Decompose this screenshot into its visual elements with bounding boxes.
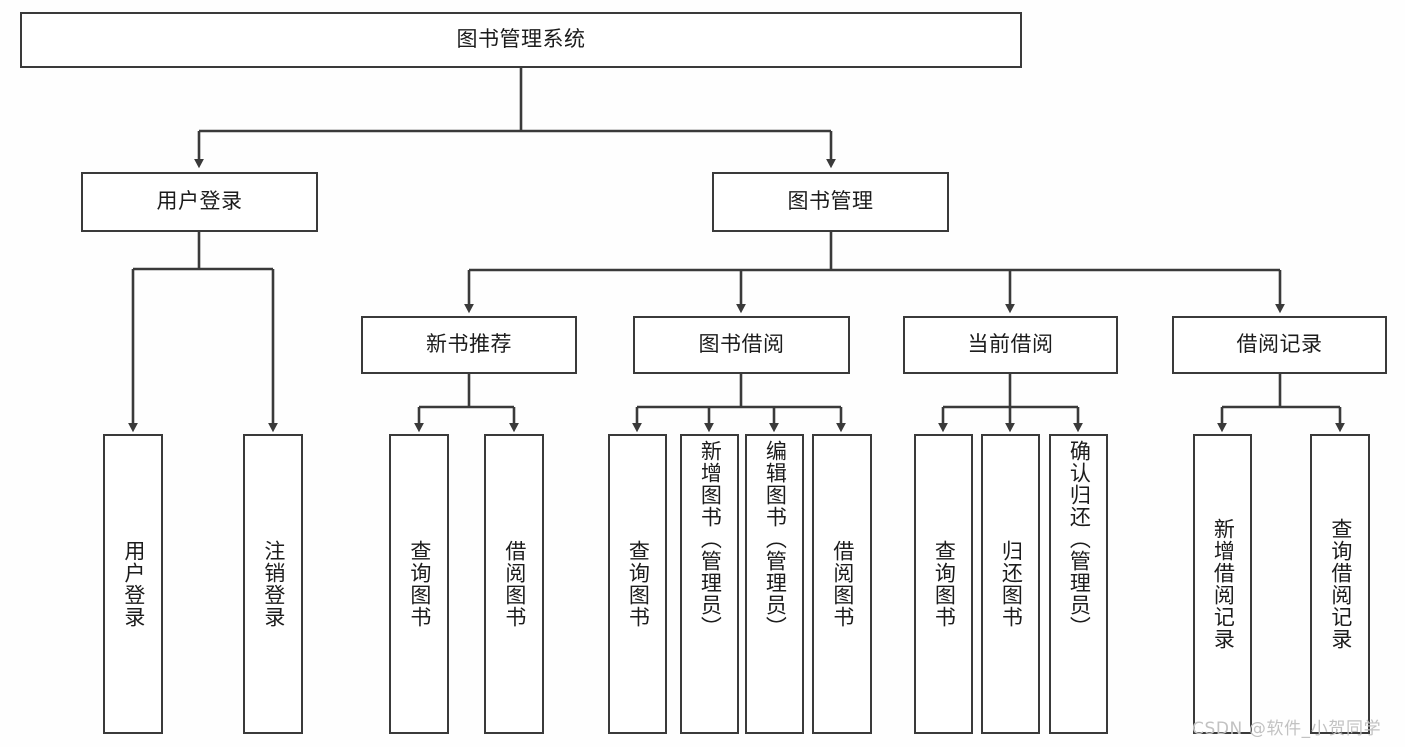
node-label: 图书借阅	[698, 332, 785, 357]
node-borrow-record[interactable]: 借阅记录	[1172, 316, 1387, 374]
node-label: 确认归还（管理员）	[1067, 440, 1092, 638]
leaf-add-book-admin[interactable]: 新增图书（管理员）	[680, 434, 739, 734]
leaf-confirm-return-admin[interactable]: 确认归还（管理员）	[1049, 434, 1108, 734]
node-current-borrow[interactable]: 当前借阅	[903, 316, 1118, 374]
node-label: 新增借阅记录	[1211, 518, 1236, 650]
node-label: 查询图书	[407, 540, 432, 628]
leaf-user-logout[interactable]: 注销登录	[243, 434, 303, 734]
node-label: 借阅记录	[1236, 332, 1323, 357]
node-label: 查询借阅记录	[1328, 518, 1353, 650]
node-label: 归还图书	[999, 540, 1024, 628]
node-label: 新增图书（管理员）	[698, 440, 723, 638]
leaf-query-book-borrow[interactable]: 查询图书	[608, 434, 667, 734]
node-label: 查询图书	[932, 540, 957, 628]
node-label: 编辑图书（管理员）	[763, 440, 788, 638]
node-book-borrow[interactable]: 图书借阅	[633, 316, 850, 374]
leaf-add-borrow-record[interactable]: 新增借阅记录	[1193, 434, 1252, 734]
leaf-borrow-book-recommend[interactable]: 借阅图书	[484, 434, 544, 734]
node-label: 借阅图书	[830, 540, 855, 628]
node-label: 图书管理系统	[456, 27, 586, 52]
node-label: 当前借阅	[967, 332, 1054, 357]
node-label: 注销登录	[261, 540, 286, 628]
node-label: 新书推荐	[426, 332, 512, 357]
leaf-query-book-recommend[interactable]: 查询图书	[389, 434, 449, 734]
leaf-user-login[interactable]: 用户登录	[103, 434, 163, 734]
node-label: 查询图书	[626, 540, 651, 628]
node-root-book-management-system[interactable]: 图书管理系统	[20, 12, 1022, 68]
node-label: 用户登录	[156, 189, 243, 214]
node-user-login[interactable]: 用户登录	[81, 172, 318, 232]
leaf-query-borrow-record[interactable]: 查询借阅记录	[1310, 434, 1370, 734]
leaf-return-book[interactable]: 归还图书	[981, 434, 1040, 734]
leaf-edit-book-admin[interactable]: 编辑图书（管理员）	[745, 434, 804, 734]
node-label: 用户登录	[121, 540, 146, 628]
node-label: 图书管理	[787, 189, 874, 214]
leaf-borrow-book-borrow[interactable]: 借阅图书	[812, 434, 872, 734]
node-new-book-recommend[interactable]: 新书推荐	[361, 316, 577, 374]
csdn-watermark: CSDN @软件_小贺同学	[1192, 719, 1382, 739]
leaf-query-book-current[interactable]: 查询图书	[914, 434, 973, 734]
node-label: 借阅图书	[502, 540, 527, 628]
node-book-management[interactable]: 图书管理	[712, 172, 949, 232]
